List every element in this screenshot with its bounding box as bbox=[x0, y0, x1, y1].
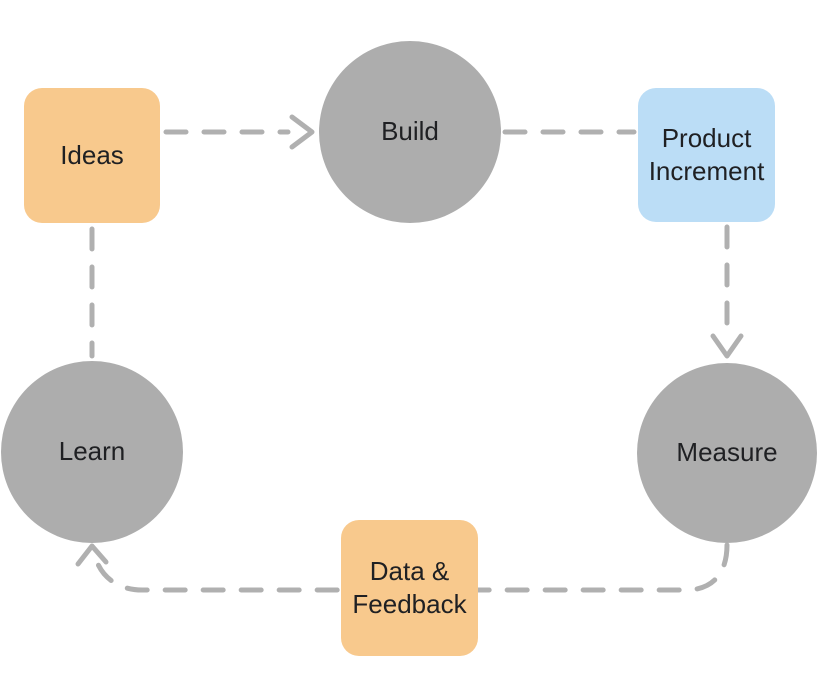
node-learn-label: Learn bbox=[58, 436, 126, 467]
node-data-feedback-label: Data & Feedback bbox=[352, 555, 467, 619]
arrowhead-down-icon bbox=[710, 333, 744, 359]
node-ideas[interactable]: Ideas bbox=[24, 88, 160, 223]
node-learn[interactable]: Learn bbox=[1, 361, 183, 543]
edge-measure-to-learn-line bbox=[94, 542, 730, 593]
node-measure[interactable]: Measure bbox=[637, 363, 817, 543]
edge-product-increment-to-measure bbox=[710, 224, 744, 359]
edge-measure-to-learn bbox=[75, 542, 730, 593]
node-build-label: Build bbox=[381, 116, 439, 147]
node-product-increment-label: Product Increment bbox=[648, 122, 765, 186]
node-data-feedback[interactable]: Data & Feedback bbox=[341, 520, 478, 656]
node-ideas-label: Ideas bbox=[60, 139, 124, 170]
node-build[interactable]: Build bbox=[319, 41, 501, 223]
node-product-increment[interactable]: Product Increment bbox=[638, 88, 775, 222]
edge-ideas-to-build bbox=[163, 114, 315, 150]
node-measure-label: Measure bbox=[676, 437, 778, 468]
arrowhead-up-icon bbox=[75, 543, 109, 567]
arrowhead-right-icon bbox=[289, 114, 315, 150]
